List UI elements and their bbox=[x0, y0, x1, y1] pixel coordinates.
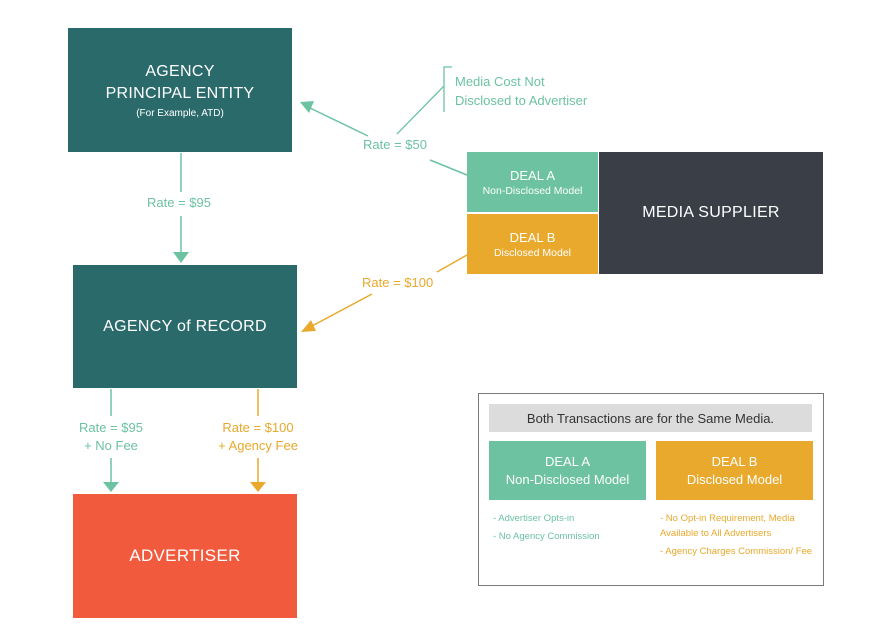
agency-principal-entity-box: AGENCY PRINCIPAL ENTITY (For Example, AT… bbox=[68, 28, 292, 152]
rate-100-agency-fee-line2: + Agency Fee bbox=[218, 438, 298, 453]
legend-deal-b-subtitle: Disclosed Model bbox=[686, 471, 783, 487]
agency-principal-example: (For Example, ATD) bbox=[136, 108, 224, 119]
edge-deal-b-to-record-lower bbox=[311, 293, 373, 327]
deal-b-box: DEAL B Disclosed Model bbox=[467, 214, 598, 274]
media-supplier-label: MEDIA SUPPLIER bbox=[642, 204, 780, 221]
rate-95-no-fee-line2: + No Fee bbox=[84, 438, 138, 453]
legend-note: - No Agency Commission bbox=[493, 531, 600, 542]
rate-95-no-fee-line1: Rate = $95 bbox=[79, 420, 143, 435]
deal-b-title: DEAL B bbox=[509, 229, 556, 245]
arrowhead-left-green bbox=[300, 101, 314, 113]
rate-95-no-fee-label: Rate = $95 + No Fee bbox=[70, 419, 152, 455]
legend-header: Both Transactions are for the Same Media… bbox=[489, 404, 812, 432]
edge-deal-a-to-principal-upper bbox=[309, 107, 369, 137]
agency-principal-line1: AGENCY bbox=[145, 63, 215, 80]
rate-50-label: Rate = $50 bbox=[363, 137, 427, 152]
edge-deal-b-to-record bbox=[436, 254, 468, 273]
deal-b-subtitle: Disclosed Model bbox=[493, 246, 572, 259]
arrowhead-left-gold bbox=[301, 320, 316, 332]
legend-deal-a-title: DEAL A bbox=[544, 453, 591, 469]
annotation-bracket bbox=[396, 66, 452, 135]
legend-deal-a-notes: - Advertiser Opts-in - No Agency Commiss… bbox=[493, 511, 645, 547]
rate-100-agency-fee-line1: Rate = $100 bbox=[222, 420, 294, 435]
media-supplier-box: MEDIA SUPPLIER bbox=[599, 152, 823, 274]
deal-a-title: DEAL A bbox=[509, 167, 556, 183]
agency-of-record-box: AGENCY of RECORD bbox=[73, 265, 297, 388]
legend-note: - Agency Charges Commission/ Fee bbox=[660, 546, 813, 557]
legend-deal-b-box: DEAL B Disclosed Model bbox=[656, 441, 813, 500]
arrowhead-down-green-2 bbox=[103, 482, 119, 492]
advertiser-box: ADVERTISER bbox=[73, 494, 297, 618]
legend-deal-b-notes: - No Opt-in Requirement, Media Available… bbox=[660, 511, 816, 562]
rate-100-label: Rate = $100 bbox=[362, 275, 434, 290]
edge-deal-a-to-principal bbox=[429, 159, 468, 176]
agency-of-record-label: AGENCY of RECORD bbox=[103, 317, 267, 335]
agency-principal-line2: PRINCIPAL ENTITY bbox=[105, 85, 255, 102]
media-cost-annotation-line1: Media Cost Not bbox=[455, 74, 545, 89]
legend-deal-b-title: DEAL B bbox=[711, 453, 758, 469]
media-cost-annotation: Media Cost Not Disclosed to Advertiser bbox=[455, 72, 587, 110]
media-cost-annotation-line2: Disclosed to Advertiser bbox=[455, 93, 588, 108]
deal-a-box: DEAL A Non-Disclosed Model bbox=[467, 152, 598, 212]
legend-deal-a-subtitle: Non-Disclosed Model bbox=[505, 471, 630, 487]
legend-deal-a-box: DEAL A Non-Disclosed Model bbox=[489, 441, 646, 500]
rate-100-agency-fee-label: Rate = $100 + Agency Fee bbox=[208, 419, 308, 455]
rate-95-label: Rate = $95 bbox=[147, 195, 211, 210]
advertiser-label: ADVERTISER bbox=[129, 546, 241, 565]
arrowhead-down-gold bbox=[250, 482, 266, 492]
legend-panel: Both Transactions are for the Same Media… bbox=[478, 393, 824, 586]
legend-note: - No Opt-in Requirement, Media Available… bbox=[660, 513, 795, 539]
legend-note: - Advertiser Opts-in bbox=[493, 513, 575, 524]
deal-a-subtitle: Non-Disclosed Model bbox=[482, 184, 583, 197]
arrowhead-down-green bbox=[173, 252, 189, 263]
